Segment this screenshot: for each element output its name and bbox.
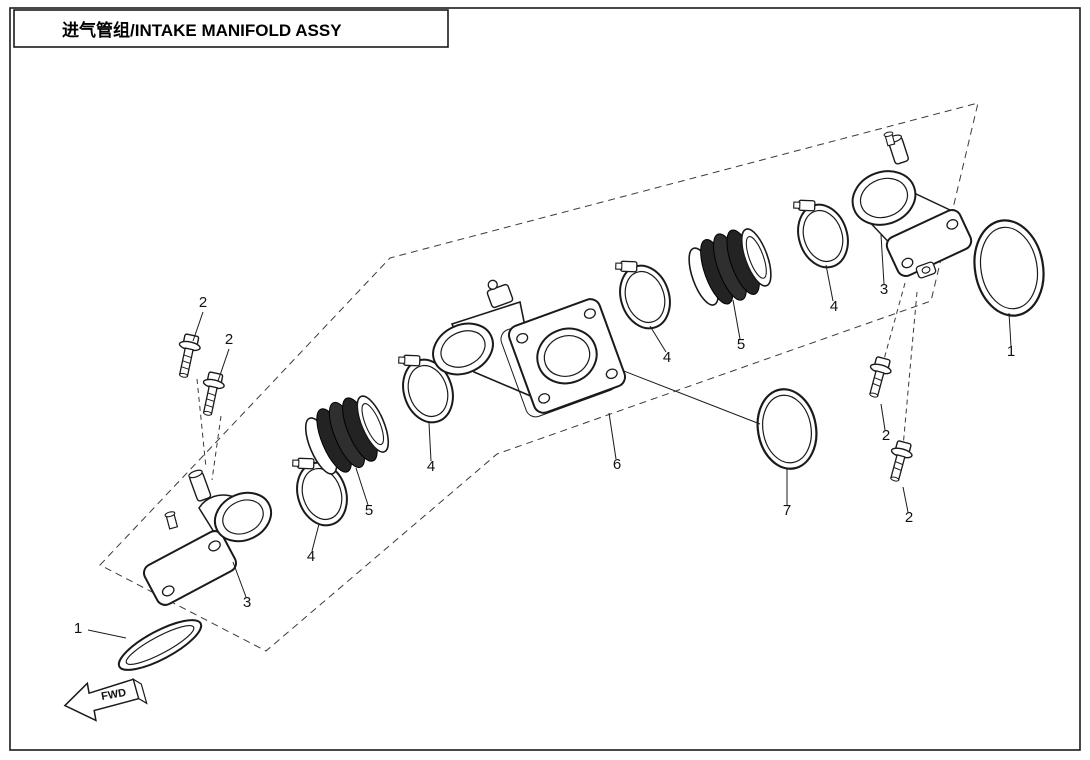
construction-outline [99,102,979,652]
callout-gasket-right: 1 [1007,343,1015,360]
page-title: 进气管组/INTAKE MANIFOLD ASSY [62,20,342,40]
part-clamp-4 [793,199,849,269]
fwd-label: FWD [100,687,127,703]
part-throttle-adapter [432,279,627,418]
callout-leader-lines [87,234,1012,639]
callout-bolt-right-upper: 2 [882,427,890,444]
part-gasket-left [117,619,203,671]
callout-intake-adapter-left: 3 [243,594,251,611]
part-clamp-1 [292,457,348,527]
callout-clamp-1: 4 [307,548,315,565]
part-clamp-3 [615,260,671,330]
callout-gasket-left: 1 [74,620,82,637]
callout-o-ring: 7 [783,502,791,519]
title-box [13,9,449,48]
callout-bolt-left-upper: 2 [199,294,207,311]
callout-clamp-3: 4 [663,349,671,366]
callout-bolt-right-lower: 2 [905,509,913,526]
part-bolt-right-upper [869,356,892,398]
part-gasket-right [973,219,1045,317]
callout-intake-adapter-right: 3 [880,281,888,298]
part-bolt-left-upper [178,333,201,378]
part-boot-right [688,228,772,306]
part-bolt-right-lower [890,440,913,482]
callout-boot-left: 5 [365,502,373,519]
part-clamp-2 [398,354,454,424]
callout-clamp-4: 4 [830,298,838,315]
part-o-ring [756,388,818,470]
page-border [9,7,1081,751]
fwd-arrow-icon: FWD [63,678,148,722]
part-bolt-left-lower [202,371,225,416]
callout-clamp-2: 4 [427,458,435,475]
part-boot-left [304,395,390,475]
part-intake-adapter-right [851,131,973,279]
callout-bolt-left-lower: 2 [225,331,233,348]
assembly-dashed-leaders [196,282,918,481]
part-intake-adapter-left [142,469,273,606]
callout-throttle-adapter: 6 [613,456,621,473]
callout-boot-right: 5 [737,336,745,353]
